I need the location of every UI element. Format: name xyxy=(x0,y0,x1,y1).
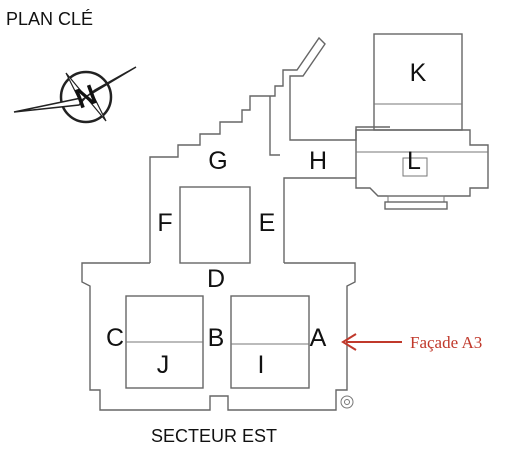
section-label-g: G xyxy=(208,147,227,175)
section-label-e: E xyxy=(259,209,276,237)
section-label-f: F xyxy=(157,209,172,237)
section-label-d: D xyxy=(207,265,225,293)
facade-a3-callout: Façade A3 xyxy=(341,333,482,352)
section-label-c: C xyxy=(106,324,124,352)
section-label-l: L xyxy=(407,147,421,175)
sector-caption: SECTEUR EST xyxy=(151,426,277,446)
section-label-h: H xyxy=(309,147,327,175)
facade-annotation-label: Façade A3 xyxy=(410,333,482,352)
floor-plan-outline xyxy=(81,33,489,411)
compass-letter: N xyxy=(71,79,101,115)
plan-title: PLAN CLÉ xyxy=(6,9,93,29)
section-label-i: I xyxy=(258,351,265,379)
section-label-k: K xyxy=(410,59,427,87)
section-label-b: B xyxy=(208,324,225,352)
north-compass-icon: N xyxy=(13,66,137,124)
section-label-j: J xyxy=(157,351,170,379)
section-label-a: A xyxy=(310,324,327,352)
